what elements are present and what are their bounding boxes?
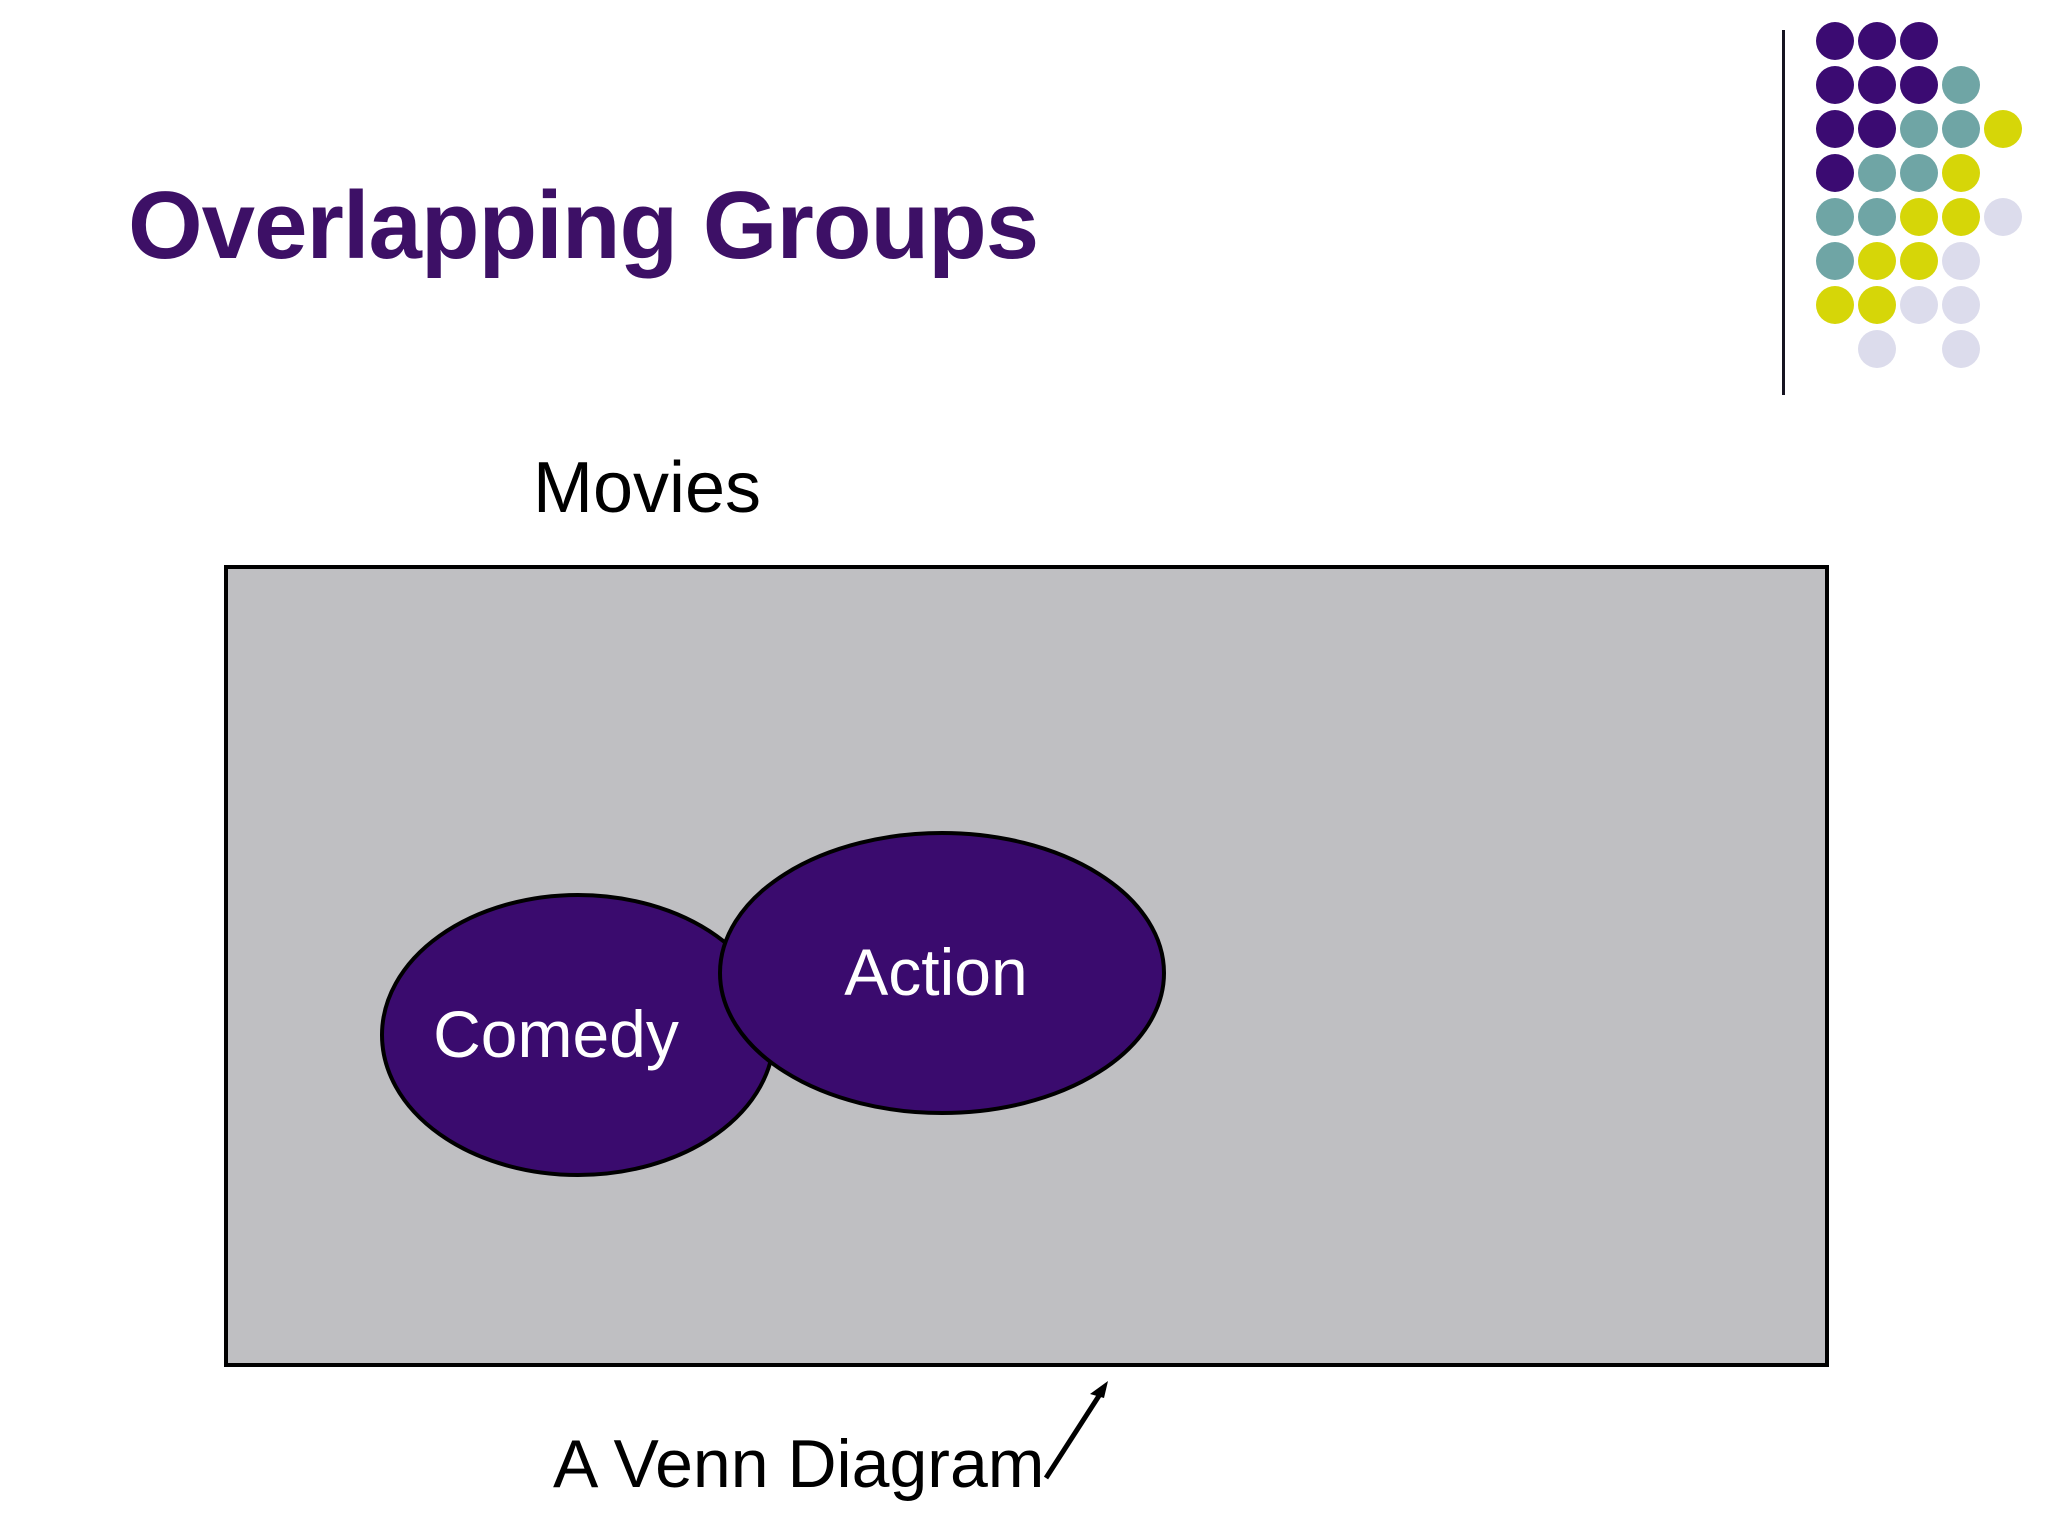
logo-dot-purple <box>1858 110 1896 148</box>
set-label-comedy: Comedy <box>433 997 679 1071</box>
logo-dot-lavender <box>1942 242 1980 280</box>
annotation-label: A Venn Diagram <box>553 1426 1045 1502</box>
logo-dot-purple <box>1816 22 1854 60</box>
logo-dot-teal <box>1900 110 1938 148</box>
logo-dot-lavender <box>1984 198 2022 236</box>
logo-dot-purple <box>1816 66 1854 104</box>
annotation-arrow <box>1043 1381 1108 1480</box>
logo-dot-yellow <box>1942 154 1980 192</box>
page-title: Overlapping Groups <box>128 172 1039 279</box>
logo-dot-yellow <box>1858 242 1896 280</box>
logo-dot-purple <box>1816 154 1854 192</box>
universe-label: Movies <box>533 448 762 528</box>
logo-dot-yellow <box>1858 286 1896 324</box>
logo-dot-grid <box>1816 22 2048 402</box>
logo-dot-teal <box>1900 154 1938 192</box>
logo-dot-teal <box>1816 242 1854 280</box>
logo-dot-lavender <box>1942 330 1980 368</box>
set-label-action: Action <box>844 935 1027 1009</box>
logo-dot-yellow <box>1942 198 1980 236</box>
logo-dot-purple <box>1816 110 1854 148</box>
logo-dot-lavender <box>1942 286 1980 324</box>
logo-dot-yellow <box>1816 286 1854 324</box>
logo-dot-lavender <box>1900 286 1938 324</box>
logo-dot-teal <box>1858 154 1896 192</box>
logo-dot-lavender <box>1858 330 1896 368</box>
logo-dot-yellow <box>1984 110 2022 148</box>
logo-dot-teal <box>1816 198 1854 236</box>
logo-dot-yellow <box>1900 242 1938 280</box>
brand-logo <box>1770 22 2048 402</box>
logo-dot-teal <box>1858 198 1896 236</box>
logo-dot-teal <box>1942 110 1980 148</box>
logo-dot-purple <box>1900 22 1938 60</box>
logo-dot-purple <box>1858 66 1896 104</box>
logo-dot-purple <box>1900 66 1938 104</box>
logo-divider-rule <box>1782 30 1785 395</box>
logo-dot-yellow <box>1900 198 1938 236</box>
logo-dot-teal <box>1942 66 1980 104</box>
set-ellipse-action[interactable] <box>718 831 1166 1115</box>
logo-dot-purple <box>1858 22 1896 60</box>
